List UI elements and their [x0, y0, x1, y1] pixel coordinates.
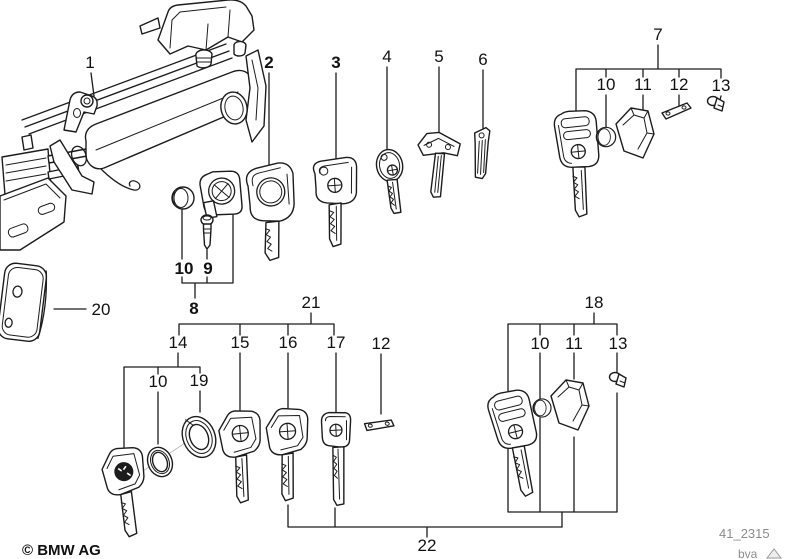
callout-10-group14[interactable]: 10	[149, 372, 168, 391]
callout-10-group8[interactable]: 10	[175, 259, 194, 278]
bracket-22	[287, 504, 563, 538]
callout-12-group7[interactable]: 12	[670, 75, 689, 94]
part-12-plate-group7	[661, 102, 692, 120]
handle-rods	[21, 43, 233, 135]
callout-1[interactable]: 1	[85, 53, 94, 72]
callout-20[interactable]: 20	[92, 300, 111, 319]
callout-14[interactable]: 14	[169, 333, 188, 352]
callout-6[interactable]: 6	[478, 50, 487, 69]
revision-triangle-icon	[765, 548, 783, 559]
key-14	[101, 447, 145, 538]
handle-spring-wire	[99, 167, 141, 191]
callout-17[interactable]: 17	[327, 333, 346, 352]
callout-11-group18[interactable]: 11	[565, 334, 583, 353]
key-17	[320, 411, 352, 506]
callout-7[interactable]: 7	[653, 25, 662, 44]
key-15	[216, 407, 270, 505]
callout-15[interactable]: 15	[231, 333, 250, 352]
callout-21[interactable]: 21	[302, 293, 321, 312]
callout-18[interactable]: 18	[585, 293, 604, 312]
key-5	[417, 131, 461, 198]
part-13-screw-group18	[608, 371, 627, 388]
part-19-cover	[181, 415, 217, 459]
callout-19[interactable]: 19	[190, 371, 209, 390]
part-8-lock-housing	[199, 170, 243, 220]
part-10-cap-group18	[532, 398, 552, 418]
handle-mount-plate	[0, 177, 67, 251]
bracket-18	[507, 312, 618, 528]
handle-support-arm	[49, 139, 95, 195]
handle-lock-cylinder	[220, 49, 267, 143]
callout-5[interactable]: 5	[434, 47, 443, 66]
callout-9[interactable]: 9	[203, 259, 212, 278]
handle-pivot-bracket	[63, 91, 98, 133]
part-10-cap-group7	[595, 126, 617, 148]
callout-leaders	[53, 44, 722, 538]
callout-11-group7[interactable]: 11	[634, 75, 652, 94]
copyright-text: © BMW AG	[22, 542, 101, 559]
revision-code: bva	[738, 547, 758, 559]
door-handle-assembly	[0, 0, 267, 251]
callout-16[interactable]: 16	[279, 333, 298, 352]
part-11-cover-group18	[550, 379, 590, 431]
part-11-cover-group7	[615, 107, 655, 159]
callout-13-group7[interactable]: 13	[712, 76, 731, 95]
bracket-14	[123, 366, 201, 457]
key-2	[245, 162, 295, 262]
key-16	[264, 406, 315, 503]
part-10-washer-group14	[146, 446, 174, 478]
key-3	[312, 156, 358, 248]
callout-labels: 1 2 3 4 5 6 7 10 11 12 13 10 9 8 20 21 1…	[85, 25, 730, 555]
callout-13-group18[interactable]: 13	[609, 334, 628, 353]
part-12-plate-group21	[362, 413, 396, 438]
key-6-blank	[473, 126, 491, 180]
drawing-number: 41_2315	[719, 526, 770, 541]
key-4	[375, 148, 404, 215]
key-7-remote	[552, 107, 607, 220]
part-13-screw-group7	[706, 95, 725, 112]
part-20-plate	[0, 262, 48, 342]
part-10-cap-group8	[171, 186, 195, 210]
callout-8[interactable]: 8	[189, 299, 198, 318]
callout-10-group18[interactable]: 10	[531, 334, 550, 353]
leader-1	[90, 72, 95, 97]
callout-22[interactable]: 22	[418, 536, 437, 555]
callout-2[interactable]: 2	[264, 53, 273, 72]
bracket-21	[177, 312, 382, 415]
callout-10-group7[interactable]: 10	[597, 75, 616, 94]
callout-3[interactable]: 3	[331, 53, 340, 72]
handle-carrier-frame	[139, 0, 255, 69]
bracket-8	[181, 209, 234, 299]
part-9-screw	[200, 214, 214, 250]
callout-12-group21[interactable]: 12	[372, 334, 391, 353]
callout-4[interactable]: 4	[382, 47, 391, 66]
footer: © BMW AG 41_2315 bva	[22, 526, 783, 559]
